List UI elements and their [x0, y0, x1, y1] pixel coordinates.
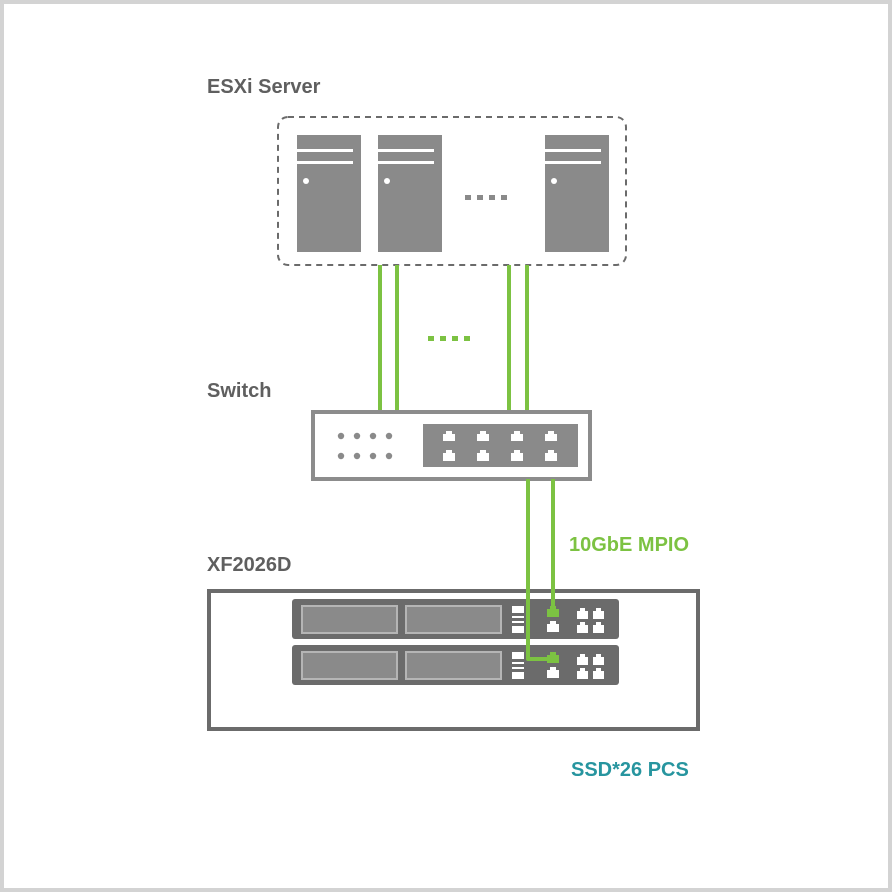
storage-model-label: XF2026D: [207, 554, 292, 576]
ethernet-port-icon: [443, 431, 557, 461]
switch-storage-links: [526, 479, 555, 661]
server-tower-icon: [545, 135, 609, 252]
ssd-count-label: SSD*26 PCS: [571, 759, 689, 781]
server-tower-icon: [378, 135, 442, 252]
esxi-server-label: ESXi Server: [207, 76, 321, 98]
network-switch-icon: [311, 410, 592, 481]
server-tower-icon: [297, 135, 361, 252]
server-switch-links: [378, 265, 529, 412]
storage-controller-bottom: [292, 645, 619, 685]
server-group-box: [277, 116, 627, 266]
server-ellipsis-icon: [465, 195, 507, 200]
active-port-icon: [547, 652, 559, 663]
link-type-label: 10GbE MPIO: [569, 534, 690, 556]
switch-label: Switch: [207, 380, 272, 402]
storage-controller-top: [292, 599, 619, 639]
switch-led-dots: [337, 432, 393, 460]
links-ellipsis-icon: [428, 336, 470, 341]
